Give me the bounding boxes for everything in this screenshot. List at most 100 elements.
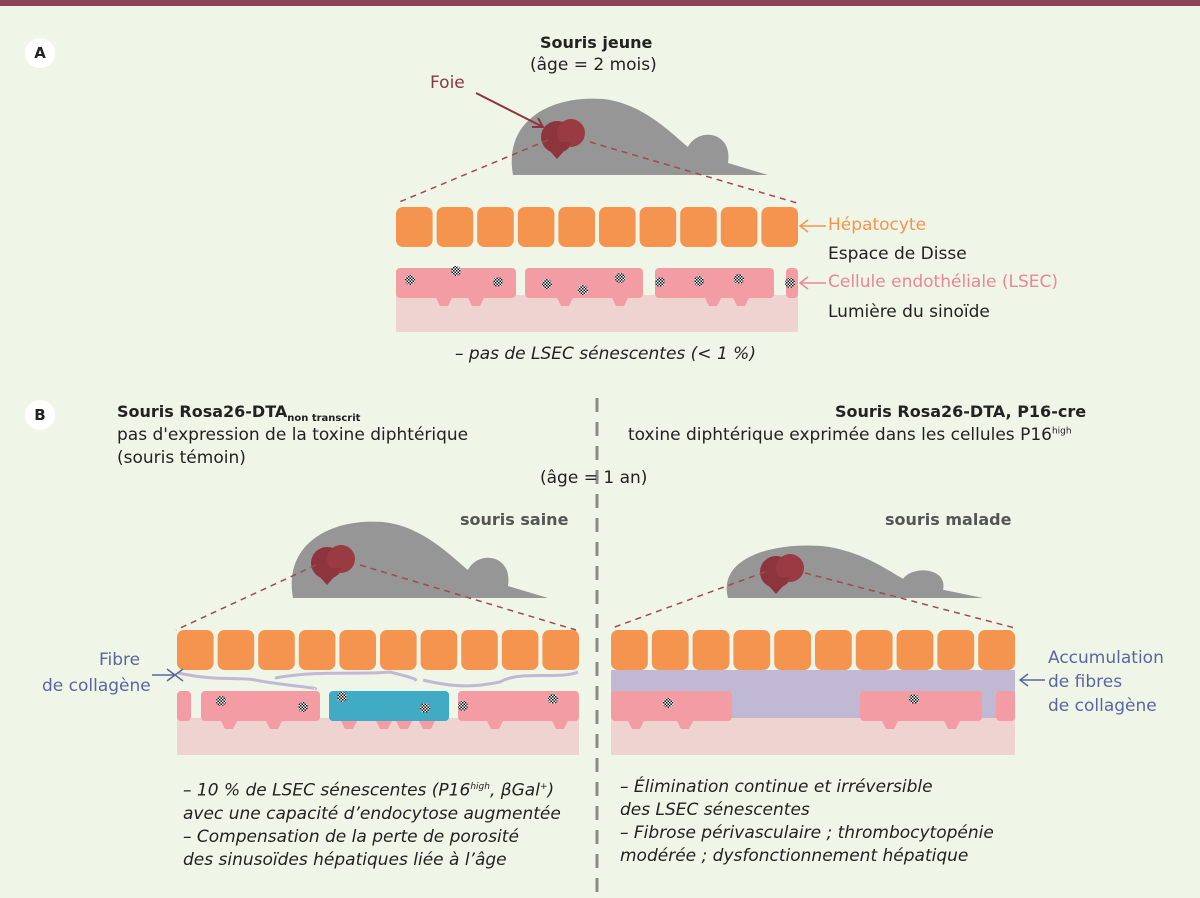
legend-lumen: Lumière du sinoïde <box>828 302 990 322</box>
lsec-projection <box>552 721 568 729</box>
panel-a-age: (âge = 2 mois) <box>530 55 657 75</box>
collagen-accum-label-3: de collagène <box>1048 696 1157 716</box>
liver-label: Foie <box>430 73 465 93</box>
sinusoid-lumen <box>396 295 798 332</box>
hepatocyte-cell <box>896 630 934 670</box>
lsec-cell <box>655 268 774 298</box>
collagen-fiber <box>177 671 317 691</box>
zoom-guide-line <box>359 564 577 631</box>
fenestration-pore <box>655 277 665 287</box>
healthy-mouse-label: souris saine <box>460 510 569 529</box>
fenestration-pore <box>909 694 919 704</box>
hepatocyte-cell <box>420 630 458 670</box>
liver-lobe-right <box>327 545 355 573</box>
collagen-accum-label-1: Accumulation <box>1048 648 1164 668</box>
panel-a-note: – pas de LSEC sénescentes (< 1 %) <box>455 344 756 364</box>
liver-lobe-right <box>557 119 585 147</box>
lsec-projection <box>419 721 435 729</box>
hepatocyte-cell <box>258 630 295 670</box>
collagen-fiber <box>274 670 418 682</box>
lsec-projection <box>266 721 282 729</box>
lsec-cell <box>996 691 1015 721</box>
hepatocyte-cell <box>517 207 555 247</box>
panel-a-graphics <box>396 92 826 332</box>
hepatocyte-cell <box>611 630 648 670</box>
zoom-guide-line <box>175 564 317 631</box>
legend-hepatocyte: Hépatocyte <box>828 215 927 235</box>
collagen-arrowhead <box>166 668 177 682</box>
fenestration-pore <box>216 696 226 706</box>
fenestration-pore <box>337 692 347 702</box>
hepatocyte-cell <box>733 630 771 670</box>
pointer-arrowhead <box>798 219 809 233</box>
collagen-accum-label-2: de fibres <box>1048 672 1123 692</box>
lsec-projection <box>628 721 644 729</box>
legend-lsec: Cellule endothéliale (LSEC) <box>828 272 1059 292</box>
lsec-projection <box>944 721 960 729</box>
liver-tip <box>761 577 791 594</box>
lsec-projection <box>612 298 628 306</box>
left-mouse-desc-2: (souris témoin) <box>117 448 246 468</box>
lsec-projection <box>487 721 503 729</box>
liver-arrow <box>475 92 544 128</box>
panel-b-badge: B <box>25 400 55 430</box>
zoom-guide-line <box>611 571 766 629</box>
right-note-2: des LSEC sénescentes <box>620 800 810 820</box>
collagen-label-1: Fibre <box>99 650 141 670</box>
hepatocyte-cell <box>761 207 798 247</box>
zoom-guide-line <box>804 572 1016 629</box>
lsec-cell <box>201 691 320 721</box>
lsec-projection <box>733 298 749 306</box>
left-note-2: avec une capacité d’endocytose augmentée <box>183 803 561 824</box>
left-note-4: des sinusoïdes hépatiques liée à l’âge <box>183 849 507 870</box>
hepatocyte-cell <box>477 207 514 247</box>
fenestration-pore <box>298 702 308 712</box>
fenestration-pore <box>734 274 744 284</box>
lsec-cell <box>525 268 643 298</box>
legend-disse: Espace de Disse <box>828 244 967 264</box>
hepatocyte-cell <box>339 630 376 670</box>
hepatocyte-cell <box>720 207 758 247</box>
panel-b-right-graphics <box>611 545 1045 755</box>
hepatocyte-cell <box>542 630 579 670</box>
liver-tip <box>542 142 572 159</box>
right-mouse-desc: toxine diphtérique exprimée dans les cel… <box>628 425 1072 445</box>
lsec-projection <box>882 721 898 729</box>
right-notes: – Élimination continue et irréversible d… <box>620 776 994 868</box>
hepatocyte-cell <box>177 630 214 670</box>
lsec-projection <box>677 721 693 729</box>
hepatocyte-cell <box>436 207 474 247</box>
hepatocyte-cell <box>680 207 717 247</box>
left-mouse-title: Souris Rosa26-DTAnon transcrit <box>117 402 360 424</box>
liver-lobe-right <box>776 554 804 582</box>
hepatocyte-cell <box>217 630 255 670</box>
sick-mouse-label: souris malade <box>885 510 1012 529</box>
left-note-3: – Compensation de la perte de porosité <box>183 826 519 847</box>
left-mouse-title-text: Souris Rosa26-DTA <box>117 402 288 421</box>
hepatocyte-cell <box>461 630 498 670</box>
senescent-lsec-cell <box>329 691 449 721</box>
lsec-projection <box>376 721 392 729</box>
right-mouse-title: Souris Rosa26-DTA, P16-cre <box>835 402 1087 421</box>
fenestration-pore <box>548 694 558 704</box>
lsec-projection <box>396 721 412 729</box>
left-notes: – 10 % de LSEC sénescentes (P16high, βGa… <box>183 776 561 872</box>
fenestration-pore <box>663 698 673 708</box>
hepatocyte-cell <box>380 630 417 670</box>
hepatocyte-cell <box>937 630 975 670</box>
hepatocyte-cell <box>396 207 433 247</box>
fenestration-pore <box>785 278 795 288</box>
hepatocyte-cell <box>651 630 689 670</box>
pointer-arrowhead <box>798 276 809 290</box>
hepatocyte-cell <box>558 207 595 247</box>
panel-a-badge: A <box>25 38 55 68</box>
fenestration-pore <box>694 276 704 286</box>
hepatocyte-cell <box>298 630 336 670</box>
mouse-body <box>511 98 768 175</box>
lsec-projection <box>468 298 484 306</box>
pointer-arrowhead <box>1018 673 1029 687</box>
hepatocyte-cell <box>692 630 730 670</box>
collagen-label-2: de collagène <box>42 676 151 696</box>
lsec-cell <box>396 268 516 298</box>
fenestration-pore <box>615 273 625 283</box>
